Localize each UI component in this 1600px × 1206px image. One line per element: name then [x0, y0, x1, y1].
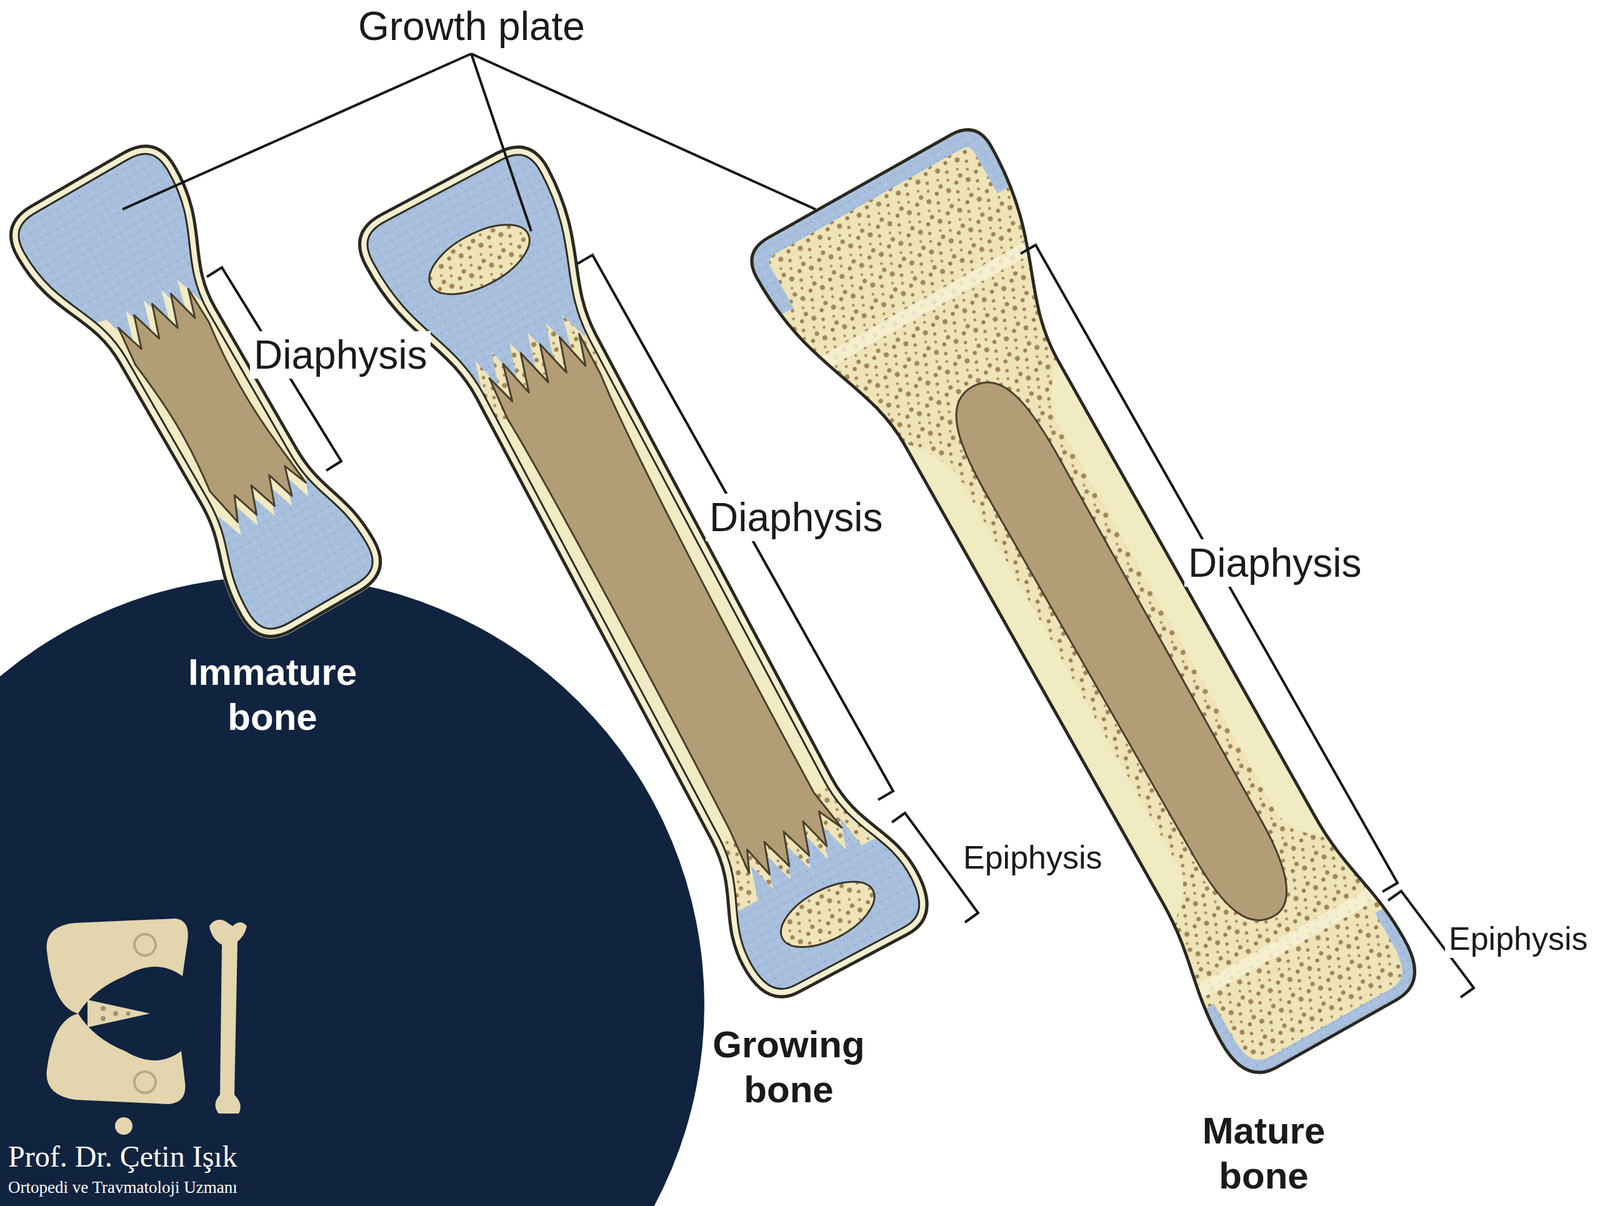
logo-icon: [126, 1011, 131, 1017]
bone-stage-label: Mature bone: [1163, 1108, 1364, 1199]
mature-bone: [936, 366, 1307, 938]
logo-icon: [87, 1000, 150, 1028]
logo-icon: [46, 918, 189, 1014]
logo-icon: [46, 1013, 186, 1105]
mature-bone: [785, 225, 1069, 385]
growth-plate-leader: [122, 53, 816, 232]
diaphysis-label: Diaphysis: [250, 331, 431, 379]
diaphysis-label: Diaphysis: [705, 493, 887, 542]
logo-icon: [115, 1117, 133, 1135]
logo-icon: [134, 1071, 156, 1094]
growing-bone: [678, 783, 974, 1039]
epiphysis-label: Epiphysis: [959, 838, 1107, 877]
epiphysis-label: Epiphysis: [1445, 920, 1592, 959]
logo-icon: [100, 1006, 106, 1012]
diaphysis-bracket: [1020, 245, 1398, 892]
mature-bone: [718, 106, 1479, 1114]
watermark-circle: Immature boneProf. Dr. Çetin IşıkOrtoped…: [0, 576, 705, 1206]
mature-bone: [718, 106, 1479, 1114]
immature-bone: [0, 134, 405, 656]
logo-icon: [113, 1011, 119, 1017]
logo-icon: [134, 934, 156, 956]
author-name: Prof. Dr. Çetin Işık: [8, 1138, 238, 1175]
immature-bone: [0, 134, 405, 656]
navy-circle: [0, 576, 705, 1206]
logo-icon: [46, 918, 247, 1135]
author-title: Ortopedi ve Travmatoloji Uzmanı: [8, 1177, 238, 1198]
mature-bone: [742, 120, 1454, 1100]
growing-bone: [418, 210, 541, 309]
bone-stage-label: Immature bone: [172, 650, 373, 740]
mature-bone: [1203, 906, 1429, 1085]
diaphysis-bracket: [577, 255, 894, 800]
bone-stage-label: Growing bone: [688, 1022, 889, 1113]
mature-bone: [742, 120, 1454, 1100]
logo-icon: [100, 1016, 106, 1022]
immature-bone: [113, 281, 309, 531]
diaphysis-label: Diaphysis: [1184, 539, 1365, 587]
mature-bone: [742, 120, 1014, 317]
growth-plate-label: Growth plate: [358, 2, 585, 50]
logo-icon: [209, 920, 247, 1114]
immature-bone: [0, 134, 405, 656]
